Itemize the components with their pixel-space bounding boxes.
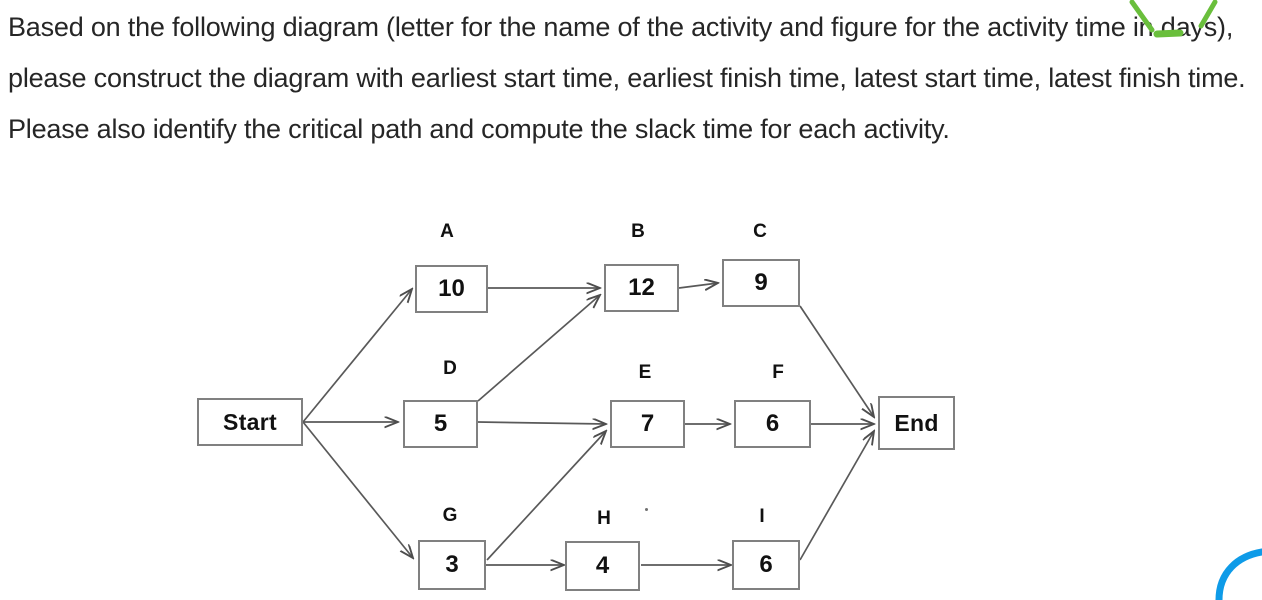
edge-d-e (477, 422, 606, 424)
edge-start-a (302, 289, 412, 423)
node-h[interactable]: 4 (565, 541, 640, 591)
edge-b-c (678, 283, 718, 288)
diagram-arrows (302, 205, 1262, 600)
scan-speck (645, 508, 648, 511)
node-g[interactable]: 3 (418, 540, 486, 590)
node-end[interactable]: End (878, 396, 955, 450)
edge-d-b (477, 295, 600, 402)
node-d[interactable]: 5 (403, 400, 478, 448)
node-a[interactable]: 10 (415, 265, 488, 313)
question-text: Based on the following diagram (letter f… (8, 12, 1253, 144)
node-label-c: C (753, 221, 767, 242)
node-i[interactable]: 6 (732, 540, 800, 590)
node-label-h: H (597, 508, 611, 529)
node-e[interactable]: 7 (610, 400, 685, 448)
edge-g-e (486, 431, 606, 561)
edge-c-end (799, 305, 874, 417)
node-label-d: D (443, 358, 457, 379)
node-b[interactable]: 12 (604, 264, 679, 312)
edge-start-g (302, 421, 413, 558)
node-label-f: F (772, 362, 784, 383)
edge-i-end (799, 431, 874, 561)
node-label-b: B (631, 221, 645, 242)
node-label-g: G (442, 505, 458, 526)
node-f[interactable]: 6 (734, 400, 811, 448)
node-label-i: I (759, 506, 765, 527)
node-start[interactable]: Start (197, 398, 303, 446)
node-label-a: A (440, 221, 454, 242)
network-diagram: Start End A 10 B 12 C 9 D 5 E 7 F 6 G 3 … (0, 205, 1262, 600)
node-label-e: E (638, 362, 652, 383)
node-c[interactable]: 9 (722, 259, 800, 307)
